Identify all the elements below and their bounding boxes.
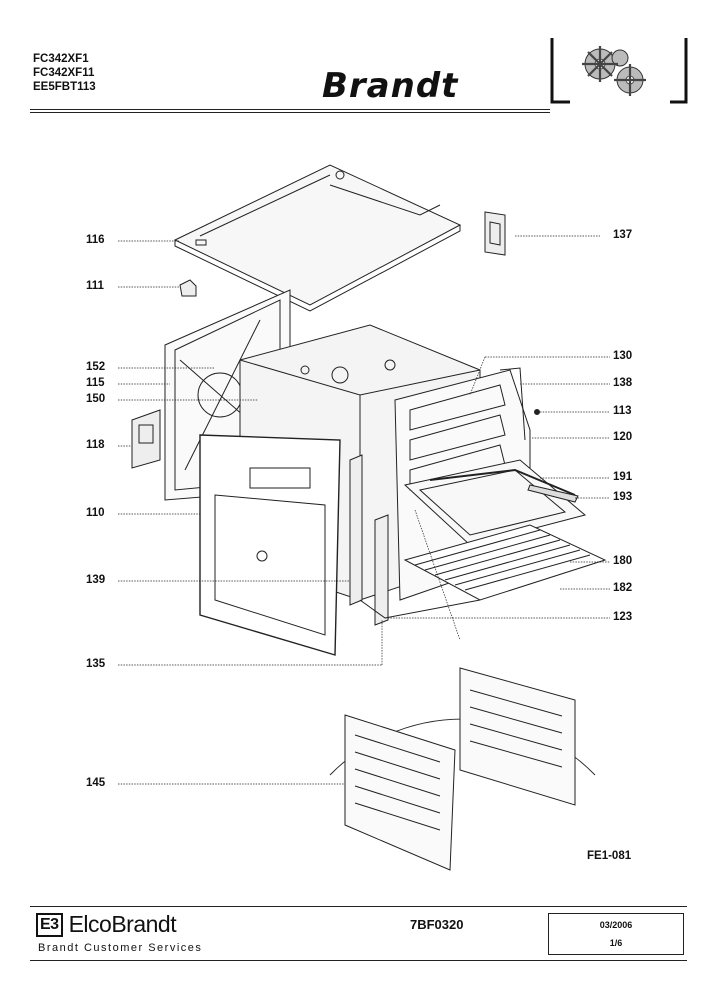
clip-111 (179, 279, 197, 297)
callout-138: 138 (613, 377, 633, 389)
callout-152: 152 (86, 361, 106, 373)
rail-135 (374, 514, 389, 626)
date-page-box: 03/2006 1/6 (548, 913, 684, 955)
left-rail (349, 454, 363, 606)
model-number: EE5FBT113 (33, 81, 96, 93)
callout-123: 123 (613, 611, 633, 623)
model-list: FC342XF1 FC342XF11 EE5FBT113 (33, 52, 96, 94)
callout-150: 150 (86, 393, 106, 405)
page-number: 1/6 (609, 938, 623, 948)
callout-139: 139 (86, 574, 106, 586)
callout-137: 137 (613, 229, 633, 241)
brand-logo: Brandt (322, 66, 459, 106)
callout-191: 191 (613, 471, 633, 483)
logo-mark: E3 (36, 913, 63, 937)
callout-182: 182 (613, 582, 633, 594)
grill-element (429, 468, 576, 496)
callout-130: 130 (613, 350, 633, 362)
callout-135: 135 (86, 658, 106, 670)
callout-145: 145 (86, 777, 106, 789)
header-rule (30, 109, 550, 110)
header-rule (30, 112, 550, 113)
bracket-137 (484, 211, 506, 256)
document-reference: 7BF0320 (410, 917, 464, 932)
footer-subtitle: Brandt Customer Services (38, 942, 203, 954)
drawing-code: FE1-081 (587, 850, 632, 862)
logo-text: ElcoBrandt (68, 911, 177, 937)
control-box-118 (131, 409, 161, 469)
gears-icon (550, 38, 688, 104)
vent-grille (344, 714, 456, 871)
callout-110: 110 (86, 507, 105, 519)
document-date: 03/2006 (599, 920, 633, 930)
callout-116: 116 (86, 234, 105, 246)
callout-193: 193 (613, 491, 633, 503)
callout-115: 115 (86, 377, 105, 389)
front-frame (199, 434, 341, 656)
callout-111: 111 (86, 280, 104, 292)
vent-grille (459, 667, 576, 806)
callout-113: 113 (613, 405, 632, 417)
callout-180: 180 (613, 555, 633, 567)
callout-120: 120 (613, 431, 633, 443)
wire-shelf (403, 524, 607, 601)
callout-118: 118 (86, 439, 105, 451)
model-number: FC342XF11 (33, 67, 95, 79)
model-number: FC342XF1 (33, 53, 89, 65)
top-panel (173, 164, 462, 306)
